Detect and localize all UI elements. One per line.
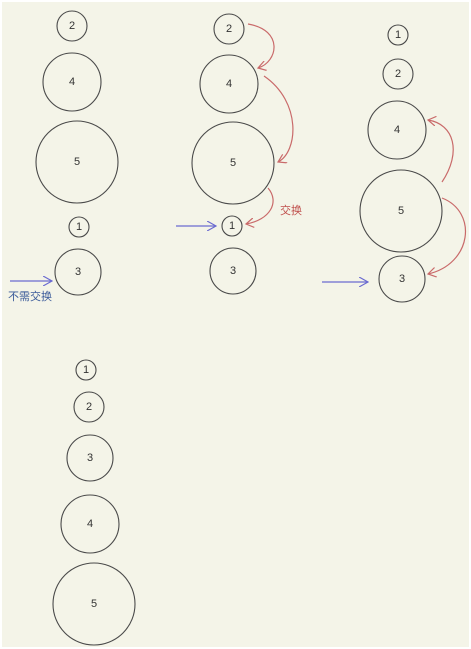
svg-text:3: 3 bbox=[75, 266, 81, 278]
svg-text:3: 3 bbox=[399, 273, 405, 285]
svg-text:1: 1 bbox=[83, 364, 89, 376]
disc-1: 1 bbox=[221, 215, 243, 237]
svg-text:1: 1 bbox=[229, 220, 235, 232]
svg-text:5: 5 bbox=[398, 205, 404, 217]
stage-4-column: 1 2 3 4 5 bbox=[52, 359, 136, 646]
no-swap-label: 不需交换 bbox=[8, 289, 52, 303]
disc-4: 4 bbox=[60, 494, 120, 554]
disc-3: 3 bbox=[209, 247, 257, 295]
swap-arrow bbox=[263, 75, 294, 162]
stage-3-column: 1 2 4 5 3 bbox=[322, 24, 467, 303]
swap-arrow bbox=[247, 23, 275, 68]
disc-2: 2 bbox=[56, 10, 88, 42]
disc-3: 3 bbox=[66, 434, 114, 482]
swap-label: 交换 bbox=[280, 203, 302, 217]
disc-3: 3 bbox=[54, 248, 102, 296]
swap-arrow bbox=[246, 187, 274, 224]
disc-1: 1 bbox=[387, 24, 409, 46]
svg-text:1: 1 bbox=[76, 221, 82, 233]
svg-text:5: 5 bbox=[74, 156, 80, 168]
disc-1: 1 bbox=[68, 216, 90, 238]
svg-text:2: 2 bbox=[86, 401, 92, 413]
svg-text:4: 4 bbox=[394, 124, 400, 136]
disc-4: 4 bbox=[367, 100, 427, 160]
disc-3: 3 bbox=[378, 255, 426, 303]
svg-text:2: 2 bbox=[226, 23, 232, 35]
disc-5: 5 bbox=[359, 169, 443, 253]
svg-text:2: 2 bbox=[395, 68, 401, 80]
disc-5: 5 bbox=[35, 120, 119, 204]
svg-text:4: 4 bbox=[69, 76, 75, 88]
svg-text:1: 1 bbox=[395, 29, 401, 41]
svg-text:2: 2 bbox=[69, 20, 75, 32]
svg-text:5: 5 bbox=[230, 157, 236, 169]
stage-1-column: 2 4 5 1 3 不需交换 bbox=[8, 10, 119, 303]
disc-5: 5 bbox=[52, 562, 136, 646]
svg-text:4: 4 bbox=[87, 518, 93, 530]
disc-1: 1 bbox=[75, 359, 97, 381]
svg-text:3: 3 bbox=[230, 265, 236, 277]
disc-2: 2 bbox=[213, 13, 245, 45]
svg-text:5: 5 bbox=[91, 598, 97, 610]
svg-text:3: 3 bbox=[87, 452, 93, 464]
disc-4: 4 bbox=[199, 54, 259, 114]
swap-arrow bbox=[428, 197, 467, 274]
svg-text:4: 4 bbox=[226, 78, 232, 90]
disc-2: 2 bbox=[73, 391, 105, 423]
disc-4: 4 bbox=[42, 52, 102, 112]
stage-2-column: 2 4 5 1 3 交换 bbox=[176, 13, 302, 295]
disc-2: 2 bbox=[382, 58, 414, 90]
swap-arrow bbox=[428, 120, 454, 183]
disc-5: 5 bbox=[191, 121, 275, 205]
